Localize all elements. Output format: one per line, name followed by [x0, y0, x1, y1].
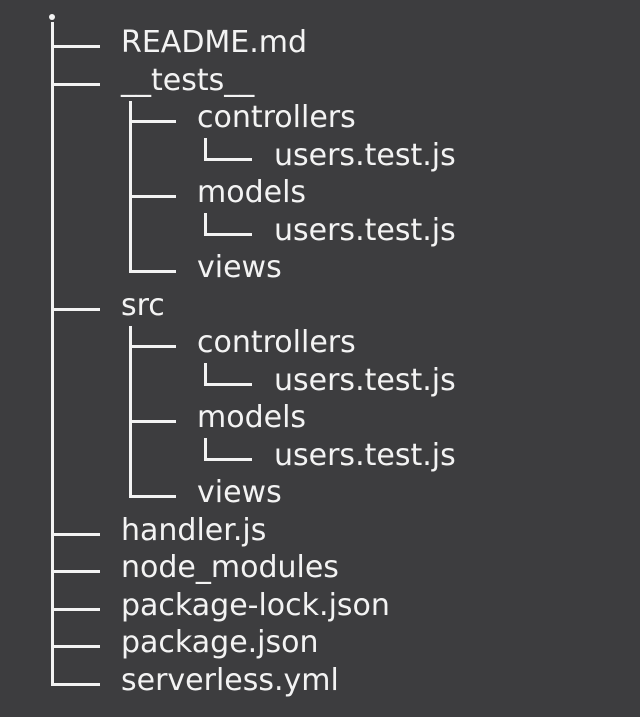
tree-branch-connector [52, 82, 100, 86]
tree-node-label: views [197, 250, 282, 285]
tree-node-label: serverless.yml [121, 662, 339, 698]
tree-branch-connector [130, 120, 176, 123]
tree-branch-connector [52, 645, 100, 648]
tree-node-label: package.json [121, 625, 319, 660]
tree-node-label: handler.js [121, 512, 267, 548]
tree-branch-connector [130, 270, 176, 273]
tree-node-label: node_modules [121, 550, 339, 585]
tree-node-label: controllers [197, 325, 356, 360]
tree-node-label: users.test.js [274, 212, 456, 248]
tree-vertical-line [204, 138, 207, 161]
tree-branch-connector [130, 420, 176, 423]
tree-branch-connector [52, 570, 100, 573]
tree-branch-connector [130, 495, 176, 498]
tree-vertical-line [129, 100, 132, 273]
tree-node-label: users.test.js [274, 362, 456, 398]
tree-node-label: users.test.js [274, 137, 456, 173]
tree-node-label: __tests__ [121, 62, 255, 98]
tree-node-label: src [121, 287, 165, 323]
tree-node-label: controllers [197, 100, 356, 135]
tree-branch-connector [130, 345, 176, 348]
tree-branch-connector [205, 232, 252, 236]
tree-node-label: views [197, 475, 282, 510]
tree-branch-connector [130, 195, 176, 198]
tree-vertical-line [204, 213, 207, 236]
tree-node-label: models [197, 400, 307, 435]
tree-vertical-line [204, 363, 207, 386]
tree-branch-connector [52, 682, 100, 686]
tree-branch-connector [52, 307, 100, 311]
tree-node-label: README.md [121, 25, 308, 60]
tree-vertical-line [129, 325, 132, 498]
tree-branch-connector [52, 607, 100, 611]
tree-node-label: users.test.js [274, 437, 456, 473]
tree-branch-connector [205, 382, 252, 386]
tree-node-label: models [197, 175, 307, 210]
tree-branch-connector [205, 157, 252, 161]
tree-branch-connector [52, 532, 100, 536]
tree-branch-connector [52, 45, 100, 48]
tree-vertical-line [51, 22, 54, 686]
tree-branch-connector [205, 457, 252, 461]
tree-node-label: package-lock.json [121, 587, 390, 623]
tree-root-dot [49, 14, 55, 20]
tree-vertical-line [204, 438, 207, 461]
